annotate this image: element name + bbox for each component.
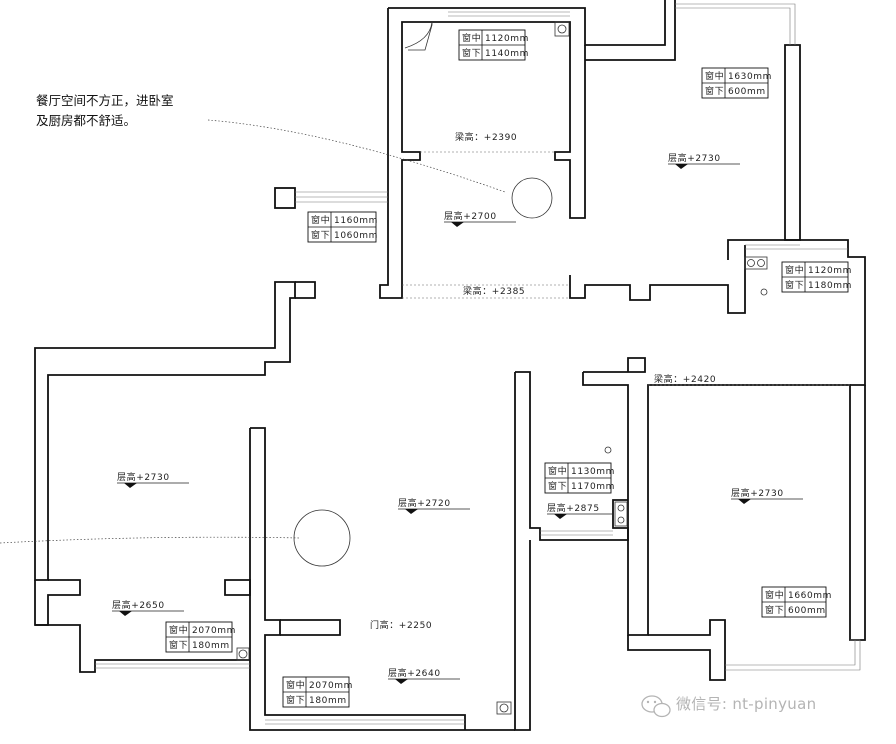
- window-mid-value: 2070mm: [309, 681, 353, 691]
- annotation-line-1: 餐厅空间不方正，进卧室: [36, 93, 174, 108]
- window-low-value: 1180mm: [808, 281, 852, 291]
- window-mid-prefix: 窗中: [169, 624, 188, 636]
- window-label-w7: 窗中 2070mm 窗下 180mm: [165, 621, 236, 653]
- level-marker-icon: [395, 679, 408, 684]
- window-low-prefix: 窗下: [548, 480, 567, 492]
- window-label-w4: 窗中 1120mm 窗下 1180mm: [781, 261, 852, 293]
- window-low-prefix: 窗下: [311, 229, 330, 241]
- level-marker-icon: [554, 514, 567, 519]
- window-mid-value: 1660mm: [788, 591, 832, 601]
- window-low-value: 600mm: [788, 606, 826, 616]
- walls: [34, 0, 866, 731]
- window-label-w3: 窗中 1160mm 窗下 1060mm: [307, 211, 378, 243]
- level-label-l8: 层高+2640: [388, 667, 460, 684]
- level-text: 层高+2730: [668, 152, 721, 164]
- window-low-prefix: 窗下: [785, 279, 804, 291]
- window-mid-prefix: 窗中: [462, 32, 481, 44]
- level-label-l7: 层高+2650: [112, 599, 184, 616]
- window-mid-value: 1160mm: [334, 216, 378, 226]
- beam-label-b2: 梁高：+2385: [463, 285, 525, 297]
- level-text: 层高+2720: [398, 497, 451, 509]
- window-mid-value: 1130mm: [571, 467, 615, 477]
- window-mid-prefix: 窗中: [785, 264, 804, 276]
- window-low-prefix: 窗下: [765, 604, 784, 616]
- level-label-l3: 层高+2730: [117, 471, 189, 488]
- window-label-w2: 窗中 1630mm 窗下 600mm: [701, 67, 772, 99]
- window-label-w1: 窗中 1120mm 窗下 1140mm: [458, 29, 529, 61]
- window-label-w5: 窗中 1130mm 窗下 1170mm: [544, 462, 615, 494]
- level-marker-icon: [124, 483, 137, 488]
- level-label-l2: 层高+2700: [444, 210, 516, 227]
- level-text: 层高+2700: [444, 210, 497, 222]
- level-text: 层高+2640: [388, 667, 441, 679]
- level-text: 层高+2650: [112, 599, 165, 611]
- window-mid-value: 1120mm: [485, 34, 529, 44]
- watermark-text: 微信号: nt-pinyuan: [676, 695, 816, 713]
- beam-label-b1: 梁高：+2390: [455, 131, 517, 143]
- level-label-l1: 层高+2730: [668, 152, 740, 169]
- level-labels: 层高+2730 层高+2700 层高+2730 层高+2720 层高+2875 …: [112, 152, 803, 684]
- level-text: 层高+2875: [547, 502, 600, 514]
- wechat-icon: [641, 695, 671, 718]
- window-mid-prefix: 窗中: [286, 679, 305, 691]
- level-text: 层高+2730: [731, 487, 784, 499]
- window-mid-prefix: 窗中: [705, 70, 724, 82]
- beam-label-b3: 梁高：+2420: [654, 373, 716, 385]
- window-mid-value: 1630mm: [728, 72, 772, 82]
- window-mid-value: 1120mm: [808, 266, 852, 276]
- window-lines: [95, 3, 861, 725]
- window-low-value: 180mm: [192, 641, 230, 651]
- beam-lines: [402, 151, 850, 386]
- annotation-line-2: 及厨房都不舒适。: [36, 113, 136, 128]
- window-low-value: 1170mm: [571, 482, 615, 492]
- window-mid-prefix: 窗中: [311, 214, 330, 226]
- watermark: 微信号: nt-pinyuan: [641, 695, 816, 718]
- window-mid-prefix: 窗中: [765, 589, 784, 601]
- window-mid-value: 2070mm: [192, 626, 236, 636]
- window-low-value: 1060mm: [334, 231, 378, 241]
- window-low-prefix: 窗下: [462, 47, 481, 59]
- window-low-prefix: 窗下: [705, 85, 724, 97]
- beam-labels: 梁高：+2390 梁高：+2385 梁高：+2420: [455, 131, 716, 385]
- fixtures: [236, 21, 768, 715]
- level-marker-icon: [451, 222, 464, 227]
- window-labels: 窗中 1120mm 窗下 1140mm 窗中 1630mm 窗下 600mm 窗…: [165, 29, 852, 708]
- level-text: 层高+2730: [117, 471, 170, 483]
- window-label-w6: 窗中 1660mm 窗下 600mm: [761, 586, 832, 618]
- window-low-prefix: 窗下: [169, 639, 188, 651]
- window-mid-prefix: 窗中: [548, 465, 567, 477]
- window-low-value: 180mm: [309, 696, 347, 706]
- door-height-label: 门高：+2250: [370, 619, 432, 631]
- level-label-l5: 层高+2875: [547, 502, 612, 519]
- window-label-w8: 窗中 2070mm 窗下 180mm: [282, 676, 353, 708]
- level-marker-icon: [675, 164, 688, 169]
- level-label-l6: 层高+2730: [731, 487, 803, 504]
- annotation-pointers: [0, 119, 506, 544]
- window-low-prefix: 窗下: [286, 694, 305, 706]
- window-low-value: 600mm: [728, 87, 766, 97]
- level-marker-icon: [738, 499, 751, 504]
- level-marker-icon: [119, 611, 132, 616]
- level-label-l4: 层高+2720: [398, 497, 470, 514]
- level-marker-icon: [405, 509, 418, 514]
- window-low-value: 1140mm: [485, 49, 529, 59]
